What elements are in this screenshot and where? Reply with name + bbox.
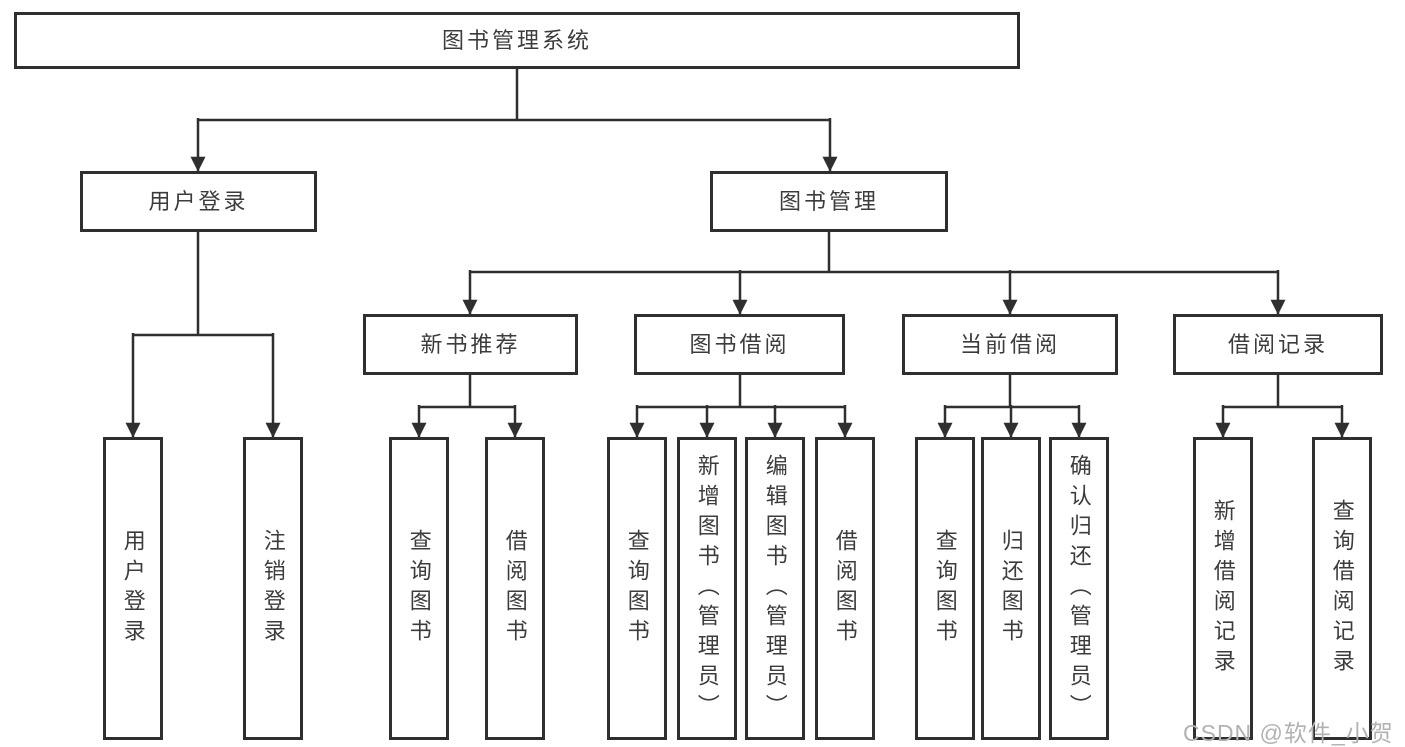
node-leaf-user-login: 用户登录: [103, 437, 163, 740]
node-bb-edit: 编辑图书（管理员）: [745, 437, 805, 740]
node-book-mgmt: 图书管理: [710, 171, 948, 232]
node-nbr-query: 查询图书: [389, 437, 449, 740]
node-cb-confirm: 确认归还（管理员）: [1049, 437, 1109, 740]
node-user-login: 用户登录: [80, 171, 317, 232]
node-root: 图书管理系统: [14, 12, 1020, 69]
node-bb-borrow: 借阅图书: [815, 437, 875, 740]
node-nbr-borrow: 借阅图书: [485, 437, 545, 740]
node-cb-return: 归还图书: [981, 437, 1041, 740]
node-leaf-logout: 注销登录: [243, 437, 303, 740]
node-bb-query: 查询图书: [607, 437, 667, 740]
node-current-borrow: 当前借阅: [902, 314, 1118, 375]
node-new-book-rec: 新书推荐: [363, 314, 578, 375]
node-book-borrow: 图书借阅: [634, 314, 845, 375]
node-br-query: 查询借阅记录: [1312, 437, 1372, 740]
csdn-watermark: CSDN @软件_小贺同学: [1183, 720, 1394, 746]
node-cb-query: 查询图书: [915, 437, 975, 740]
node-bb-add: 新增图书（管理员）: [677, 437, 737, 740]
node-br-add: 新增借阅记录: [1193, 437, 1253, 740]
node-borrow-record: 借阅记录: [1173, 314, 1383, 375]
